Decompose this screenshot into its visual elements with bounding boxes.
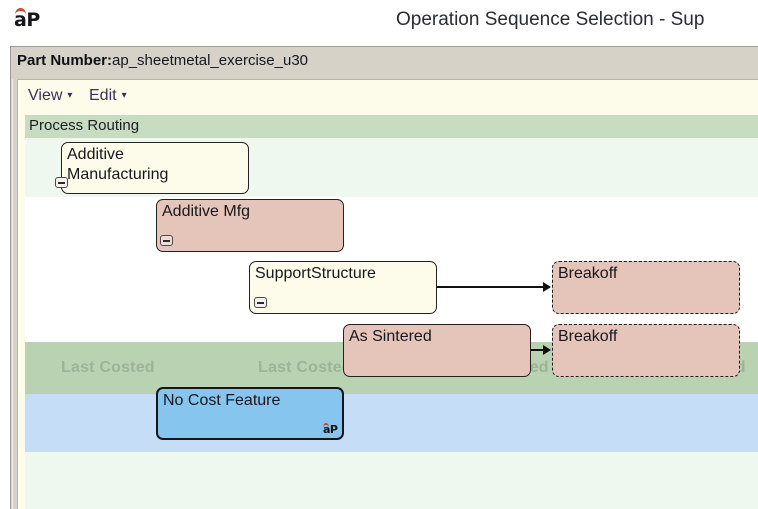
part-number-bar: Part Number:ap_sheetmetal_exercise_u30 — [11, 47, 758, 79]
part-number-value: ap_sheetmetal_exercise_u30 — [112, 52, 308, 69]
node-label: As Sintered — [349, 328, 432, 345]
badge-letters: aP — [323, 423, 338, 436]
node-additive-mfg[interactable]: Additive Mfg — [156, 199, 344, 252]
menu-bar: View ▾ Edit ▾ — [18, 80, 758, 115]
title-bar: aP Operation Sequence Selection - Sup — [0, 0, 758, 44]
node-ap-badge-icon: aP — [323, 423, 339, 437]
node-label: No Cost Feature — [163, 392, 281, 409]
part-number-label: Part Number: — [17, 52, 113, 69]
node-breakoff-1[interactable]: Breakoff — [552, 261, 740, 314]
node-breakoff-2[interactable]: Breakoff — [552, 324, 740, 377]
node-as-sintered[interactable]: As Sintered — [343, 324, 531, 377]
process-routing-canvas[interactable]: Process Routing Last Costed Last Costed … — [25, 115, 758, 509]
watermark-last-costed: Last Costed — [61, 359, 155, 376]
node-no-cost-feature[interactable]: No Cost Feature aP — [156, 387, 344, 440]
node-label: Breakoff — [558, 328, 618, 345]
collapse-minus-icon[interactable] — [160, 235, 173, 246]
arrowhead-icon — [543, 282, 551, 292]
connector-support-to-breakoff — [437, 286, 544, 288]
menu-item-edit[interactable]: Edit ▾ — [89, 87, 127, 105]
node-label: SupportStructure — [255, 265, 376, 282]
node-label: Additive Manufacturing — [67, 146, 169, 183]
collapse-minus-icon[interactable] — [55, 177, 68, 188]
inner-panel: View ▾ Edit ▾ Process Routing Last Costed … — [17, 79, 758, 509]
window-title: Operation Sequence Selection - Sup — [396, 9, 705, 30]
node-label: Breakoff — [558, 265, 618, 282]
connector-sintered-to-breakoff — [531, 349, 544, 351]
band-light-mint-2 — [25, 452, 758, 509]
node-additive-manufacturing[interactable]: Additive Manufacturing — [55, 142, 249, 194]
menu-item-view[interactable]: View ▾ — [28, 87, 72, 105]
watermark-last-costed: Last Costed — [258, 359, 352, 376]
chevron-down-icon: ▾ — [121, 90, 127, 101]
arrowhead-icon — [543, 345, 551, 355]
menu-item-view-label: View — [28, 87, 63, 104]
process-routing-header-band: Process Routing — [25, 115, 758, 138]
chevron-down-icon: ▾ — [67, 90, 73, 101]
node-label: Additive Mfg — [162, 203, 251, 220]
process-routing-title: Process Routing — [29, 117, 140, 134]
menu-item-edit-label: Edit — [89, 87, 117, 104]
app-logo-icon: aP — [14, 7, 44, 33]
badge-arc-icon — [323, 423, 329, 428]
logo-letters: aP — [14, 9, 40, 31]
logo-arc-icon — [15, 8, 26, 16]
collapse-minus-icon[interactable] — [254, 297, 267, 308]
part-number-text: Part Number:ap_sheetmetal_exercise_u30 — [17, 52, 308, 69]
node-support-structure[interactable]: SupportStructure — [249, 261, 437, 314]
band-selected-row — [25, 394, 758, 452]
